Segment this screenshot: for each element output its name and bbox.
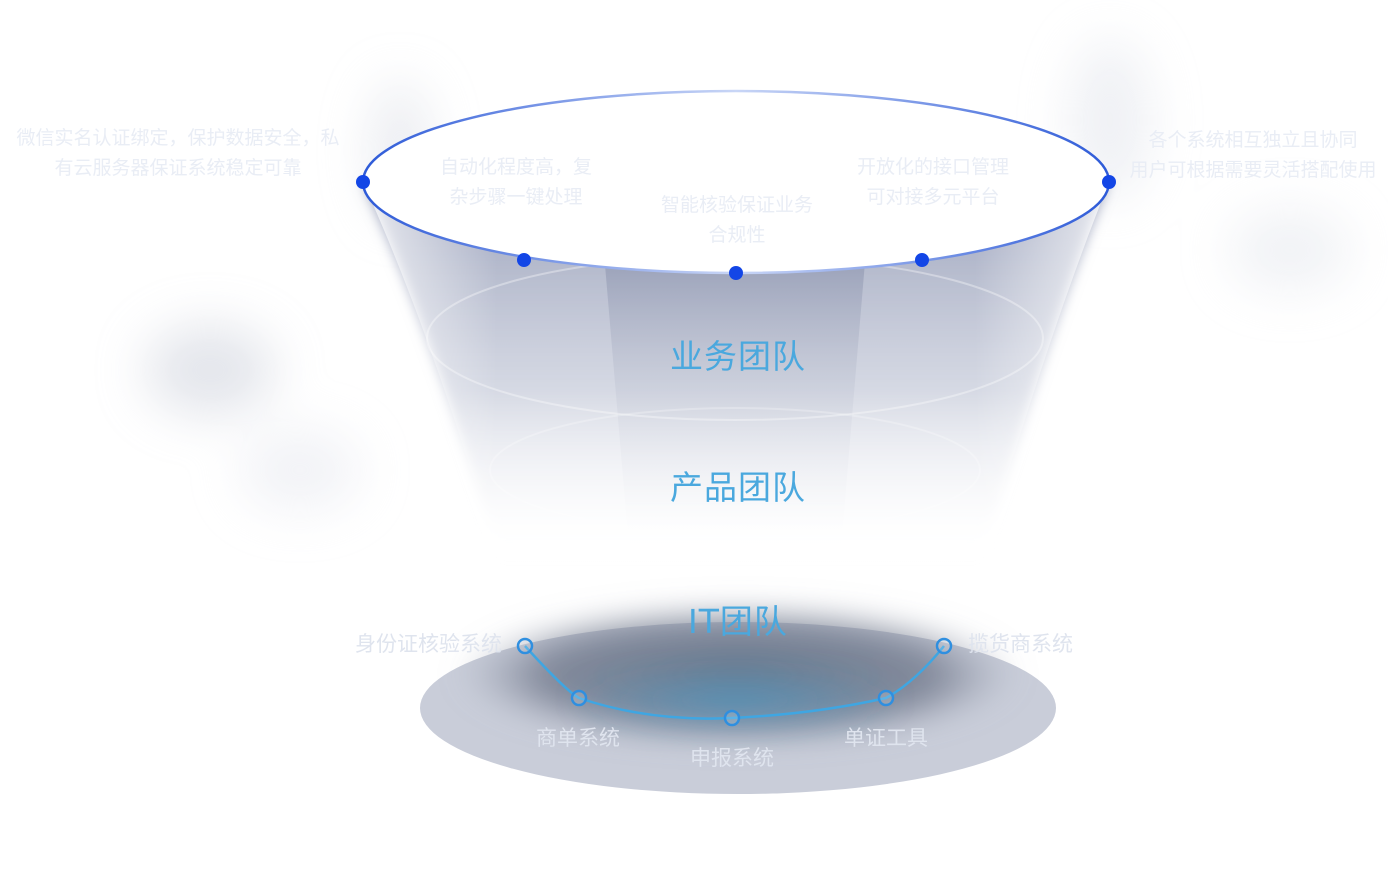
system-label-documents: 单证工具 <box>844 726 928 750</box>
feature-text-interface: 开放化的接口管理 可对接多元平台 <box>856 156 1009 208</box>
system-label-id-verification: 身份证核验系统 <box>355 632 502 656</box>
tier-label-business: 业务团队 <box>670 337 806 376</box>
top-ring-dots <box>356 175 1116 280</box>
feature-text-automation: 自动化程度高，复 杂步骤一键处理 <box>439 156 592 208</box>
feature-text-security: 微信实名认证绑定，保护数据安全，私 有云服务器保证系统稳定可靠 <box>16 127 340 179</box>
tier-label-product: 产品团队 <box>670 468 806 507</box>
system-label-freight-broker: 揽货商系统 <box>968 632 1073 656</box>
feature-text-flexibility: 各个系统相互独立且协同 用户可根据需要灵活搭配使用 <box>1129 129 1377 181</box>
system-node <box>935 637 953 655</box>
system-label-declaration: 申报系统 <box>690 746 774 770</box>
feature-text-compliance: 智能核验保证业务 合规性 <box>660 194 813 246</box>
ring-dot <box>356 175 370 189</box>
ring-dot <box>1102 175 1116 189</box>
ring-dot <box>517 253 531 267</box>
ring-dot <box>729 266 743 280</box>
system-node <box>877 689 895 707</box>
system-node <box>516 637 534 655</box>
system-node <box>723 709 741 727</box>
tier-label-it: IT团队 <box>688 602 788 641</box>
system-label-order: 商单系统 <box>536 726 620 750</box>
funnel-body <box>363 182 1109 560</box>
system-arc <box>516 637 953 727</box>
system-node <box>570 689 588 707</box>
ring-dot <box>915 253 929 267</box>
